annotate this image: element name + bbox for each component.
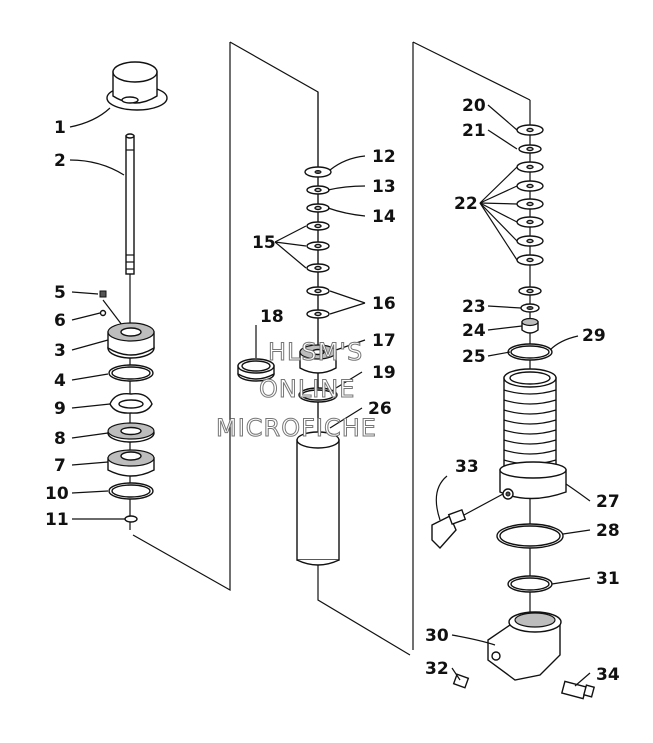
callout-34: 34 (596, 665, 620, 685)
callout-8: 8 (54, 429, 66, 449)
band-part-18 (237, 358, 275, 382)
piston-part-7 (107, 449, 155, 477)
oring-part-29 (507, 343, 553, 361)
callout-16: 16 (372, 294, 396, 314)
callout-28: 28 (596, 521, 620, 541)
piston-part-17 (299, 344, 337, 374)
oring-part-11 (124, 515, 138, 523)
fitting-part-34 (560, 680, 596, 700)
callout-15: 15 (252, 233, 276, 253)
callout-26: 26 (368, 399, 392, 419)
callout-21: 21 (462, 121, 486, 141)
callout-24: 24 (462, 321, 486, 341)
callout-1: 1 (54, 118, 66, 138)
callout-3: 3 (54, 341, 66, 361)
fitting-part-33 (431, 509, 467, 550)
callout-4: 4 (54, 371, 66, 391)
callout-7: 7 (54, 456, 66, 476)
callout-29: 29 (582, 326, 606, 346)
watermark-line-1: HLSM'S (268, 338, 363, 366)
watermark: HLSM'S ONLINE MICROFICHE (216, 338, 377, 443)
callout-18: 18 (260, 307, 284, 327)
washer-part-23-24 (520, 303, 540, 334)
callout-5: 5 (54, 283, 66, 303)
panel-outlines (132, 41, 531, 656)
housing-part-3 (107, 322, 155, 359)
washer-stack-12-16 (304, 166, 332, 319)
wave-part-9 (109, 393, 153, 414)
washer-part-8 (107, 422, 155, 443)
callout-22: 22 (454, 194, 478, 214)
watermark-line-2: ONLINE (259, 375, 355, 403)
callout-32: 32 (425, 659, 449, 679)
base-clevis-part-30 (487, 611, 562, 681)
callout-10: 10 (45, 484, 69, 504)
callout-23: 23 (462, 297, 486, 317)
small-parts-5-6 (99, 290, 123, 326)
plug-part-32 (452, 673, 470, 689)
shaft-part-2 (125, 133, 135, 275)
callout-13: 13 (372, 177, 396, 197)
callout-27: 27 (596, 492, 620, 512)
watermark-line-3: MICROFICHE (216, 414, 377, 442)
callout-11: 11 (45, 510, 69, 530)
callout-25: 25 (462, 347, 486, 367)
reservoir-part-27 (499, 368, 567, 500)
callout-19: 19 (372, 363, 396, 383)
callout-labels: 1 2 3 4 5 6 7 8 9 10 11 12 13 14 15 16 1… (45, 96, 620, 685)
callout-30: 30 (425, 626, 449, 646)
oring-part-31 (507, 575, 553, 593)
callout-9: 9 (54, 399, 66, 419)
callout-6: 6 (54, 311, 66, 331)
leader-lines (69, 104, 591, 687)
ring-part-10 (108, 482, 154, 500)
callout-17: 17 (372, 331, 396, 351)
cylinder-part-26 (296, 431, 340, 566)
callout-14: 14 (372, 207, 396, 227)
callout-20: 20 (462, 96, 486, 116)
callout-12: 12 (372, 147, 396, 167)
callout-31: 31 (596, 569, 620, 589)
eyelet-part-1 (106, 61, 168, 111)
callout-33: 33 (455, 457, 479, 477)
ring-part-19 (298, 387, 338, 403)
ring-part-4 (108, 364, 154, 382)
callout-2: 2 (54, 151, 66, 171)
oring-part-28 (496, 523, 564, 549)
